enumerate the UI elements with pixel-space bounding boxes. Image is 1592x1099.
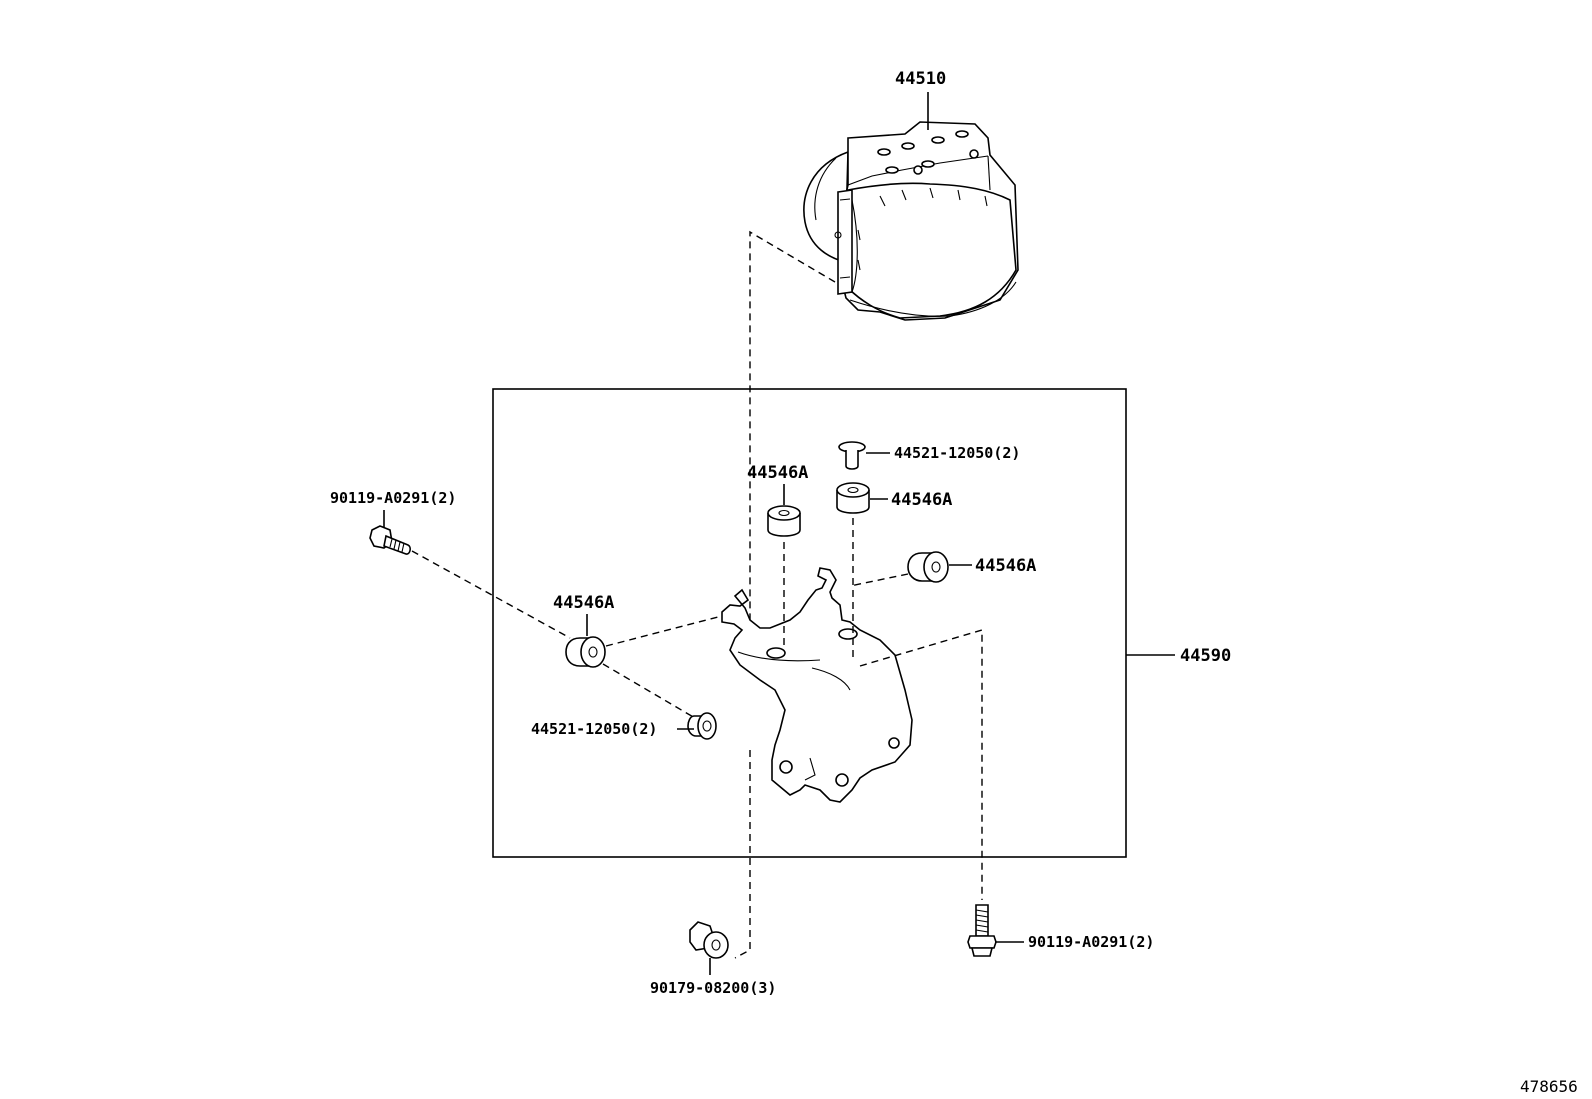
label-bracket-assy: 44590 — [1180, 646, 1231, 666]
figure-number: 478656 — [1520, 1077, 1578, 1096]
bolt-left-part — [369, 525, 411, 555]
cushion-top-left-part — [767, 505, 801, 537]
label-nut-bottom: 90179-08200(3) — [650, 979, 776, 997]
collar-top-part — [838, 441, 866, 470]
label-collar-left: 44521-12050(2) — [531, 720, 657, 738]
label-cushion-left: 44546A — [553, 593, 614, 613]
label-actuator: 44510 — [895, 69, 946, 89]
bolt-bottom-right-part — [967, 904, 997, 957]
cushion-right-part — [907, 551, 949, 583]
assembly-box — [492, 388, 1127, 858]
label-collar-top: 44521-12050(2) — [894, 444, 1020, 462]
cushion-left-part — [565, 636, 606, 668]
label-cushion-top-left: 44546A — [747, 463, 808, 483]
collar-left-part — [687, 712, 717, 740]
label-cushion-right: 44546A — [975, 556, 1036, 576]
cushion-top-right-part — [836, 482, 870, 514]
bracket-part — [721, 567, 913, 803]
label-bolt-left: 90119-A0291(2) — [330, 489, 456, 507]
label-bolt-bottom-right: 90119-A0291(2) — [1028, 933, 1154, 951]
actuator-part — [803, 121, 1019, 321]
nut-bottom-part — [689, 921, 729, 959]
label-cushion-top-right: 44546A — [891, 490, 952, 510]
